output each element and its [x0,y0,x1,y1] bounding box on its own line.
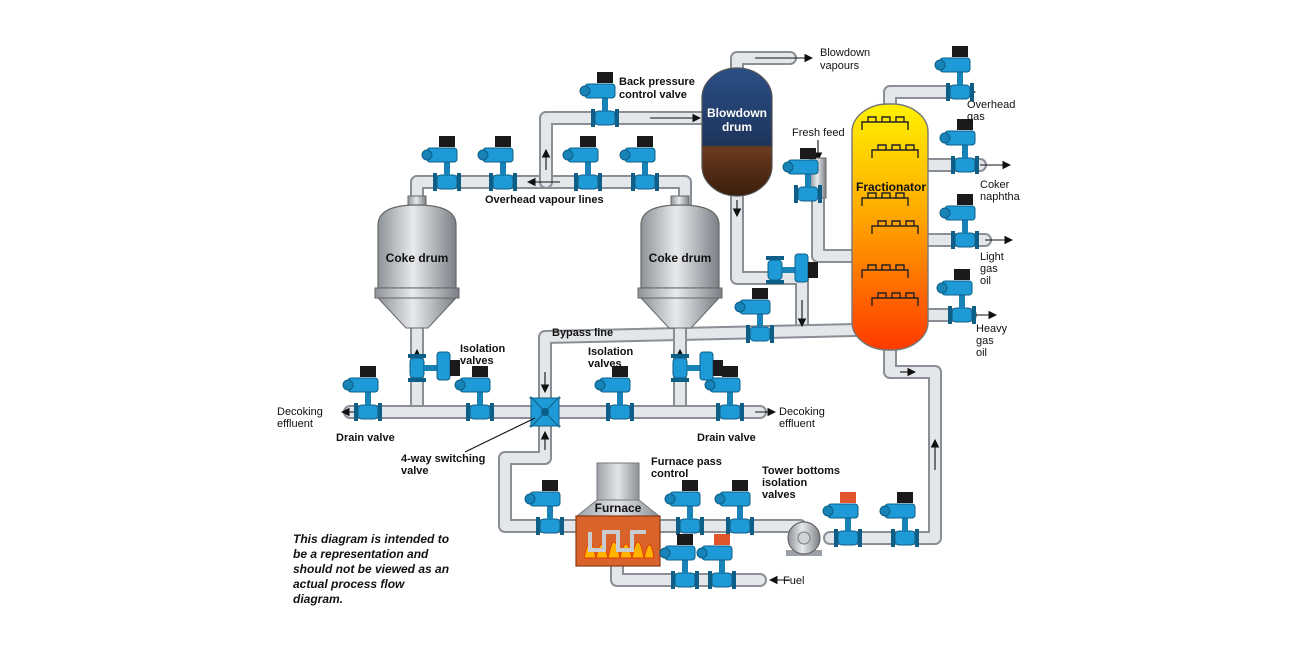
bypass-valve [734,288,774,343]
overhead-valve-2 [477,136,517,191]
tray-bubble-cap [881,264,891,270]
fractionator-tray [871,297,919,306]
label-fuel: Fuel [783,575,804,587]
fuel-valve-1 [659,534,699,589]
tray-bubble-cap [891,220,901,226]
furnace-label: Furnace [595,501,642,515]
fractionator-tray [861,269,909,278]
label-blowdown-vapours-line: Blowdown [820,47,870,59]
drain-line-valve-3 [594,366,634,421]
valve-group [342,46,979,589]
fractionator: Fractionator [851,103,929,351]
tower-bottoms-valve-2 [879,492,919,547]
drain-line-valve-4 [704,366,744,421]
fuel-valve-2 [696,534,736,589]
four-way-switching-valve [528,395,562,429]
tray-bubble-cap [867,264,877,270]
fractionator-tray [861,121,909,130]
label-blowdown-vapours-line2: vapours [820,60,860,72]
fractionator-tray [871,149,919,158]
tray-bubble-cap [877,220,887,226]
drain-line-valve-1 [342,366,382,421]
furnace-outlet-valve [714,480,754,535]
tray-bubble-cap [877,144,887,150]
tray-bubble-cap [905,144,915,150]
overhead-gas-valve [934,46,974,101]
tray-bubble-cap [867,116,877,122]
coke-drum-left: Coke drum [374,195,460,329]
tower-bottoms-valve-1 [822,492,862,547]
label-blowdown-vapours: Blowdown vapours [820,47,873,72]
tray-bubble-cap [891,144,901,150]
coke-drum-left-label: Coke drum [386,251,449,265]
drain-line-valve-2 [454,366,494,421]
fractionator-tray [861,197,909,206]
fractionator-tray [871,225,919,234]
tray-bubble-cap [891,292,901,298]
tray-bubble-cap [895,192,905,198]
tower-bottoms-pump [786,521,822,556]
isolation-valve-left [408,351,460,382]
label-overhead-vapour-lines: Overhead vapour lines [485,194,604,206]
tray-bubble-cap [895,116,905,122]
coke-drum-right-label: Coke drum [649,251,712,265]
overhead-valve-4 [619,136,659,191]
tray-bubble-cap [895,264,905,270]
isolation-valve-right [671,351,723,382]
coke-drum-right: Coke drum [637,195,723,329]
furnace-pass-control-valve [664,480,704,535]
overhead-valve-3 [562,136,602,191]
label-bypass-line: Bypass line [552,327,613,339]
fractionator-label: Fractionator [856,180,926,194]
tray-bubble-cap [867,192,877,198]
back-pressure-control-valve [579,72,619,127]
light-gas-oil-valve [939,194,979,249]
tray-bubble-cap [877,292,887,298]
coker-naphtha-valve [939,119,979,174]
furnace: Furnace [575,462,661,567]
tray-bubble-cap [905,292,915,298]
furnace-inlet-valve [524,480,564,535]
tray-bubble-cap [881,116,891,122]
tray-bubble-cap [905,220,915,226]
heavy-gas-oil-valve [936,269,976,324]
overhead-valve-1 [421,136,461,191]
label-drain-valve-left: Drain valve [336,432,395,444]
label-drain-valve-right: Drain valve [697,432,756,444]
blowdown-bottoms-valve [766,253,818,284]
switching-valve-leader [464,417,536,453]
fresh-feed-valve [782,148,822,203]
tray-bubble-cap [881,192,891,198]
label-fresh-feed: Fresh feed [792,127,845,139]
